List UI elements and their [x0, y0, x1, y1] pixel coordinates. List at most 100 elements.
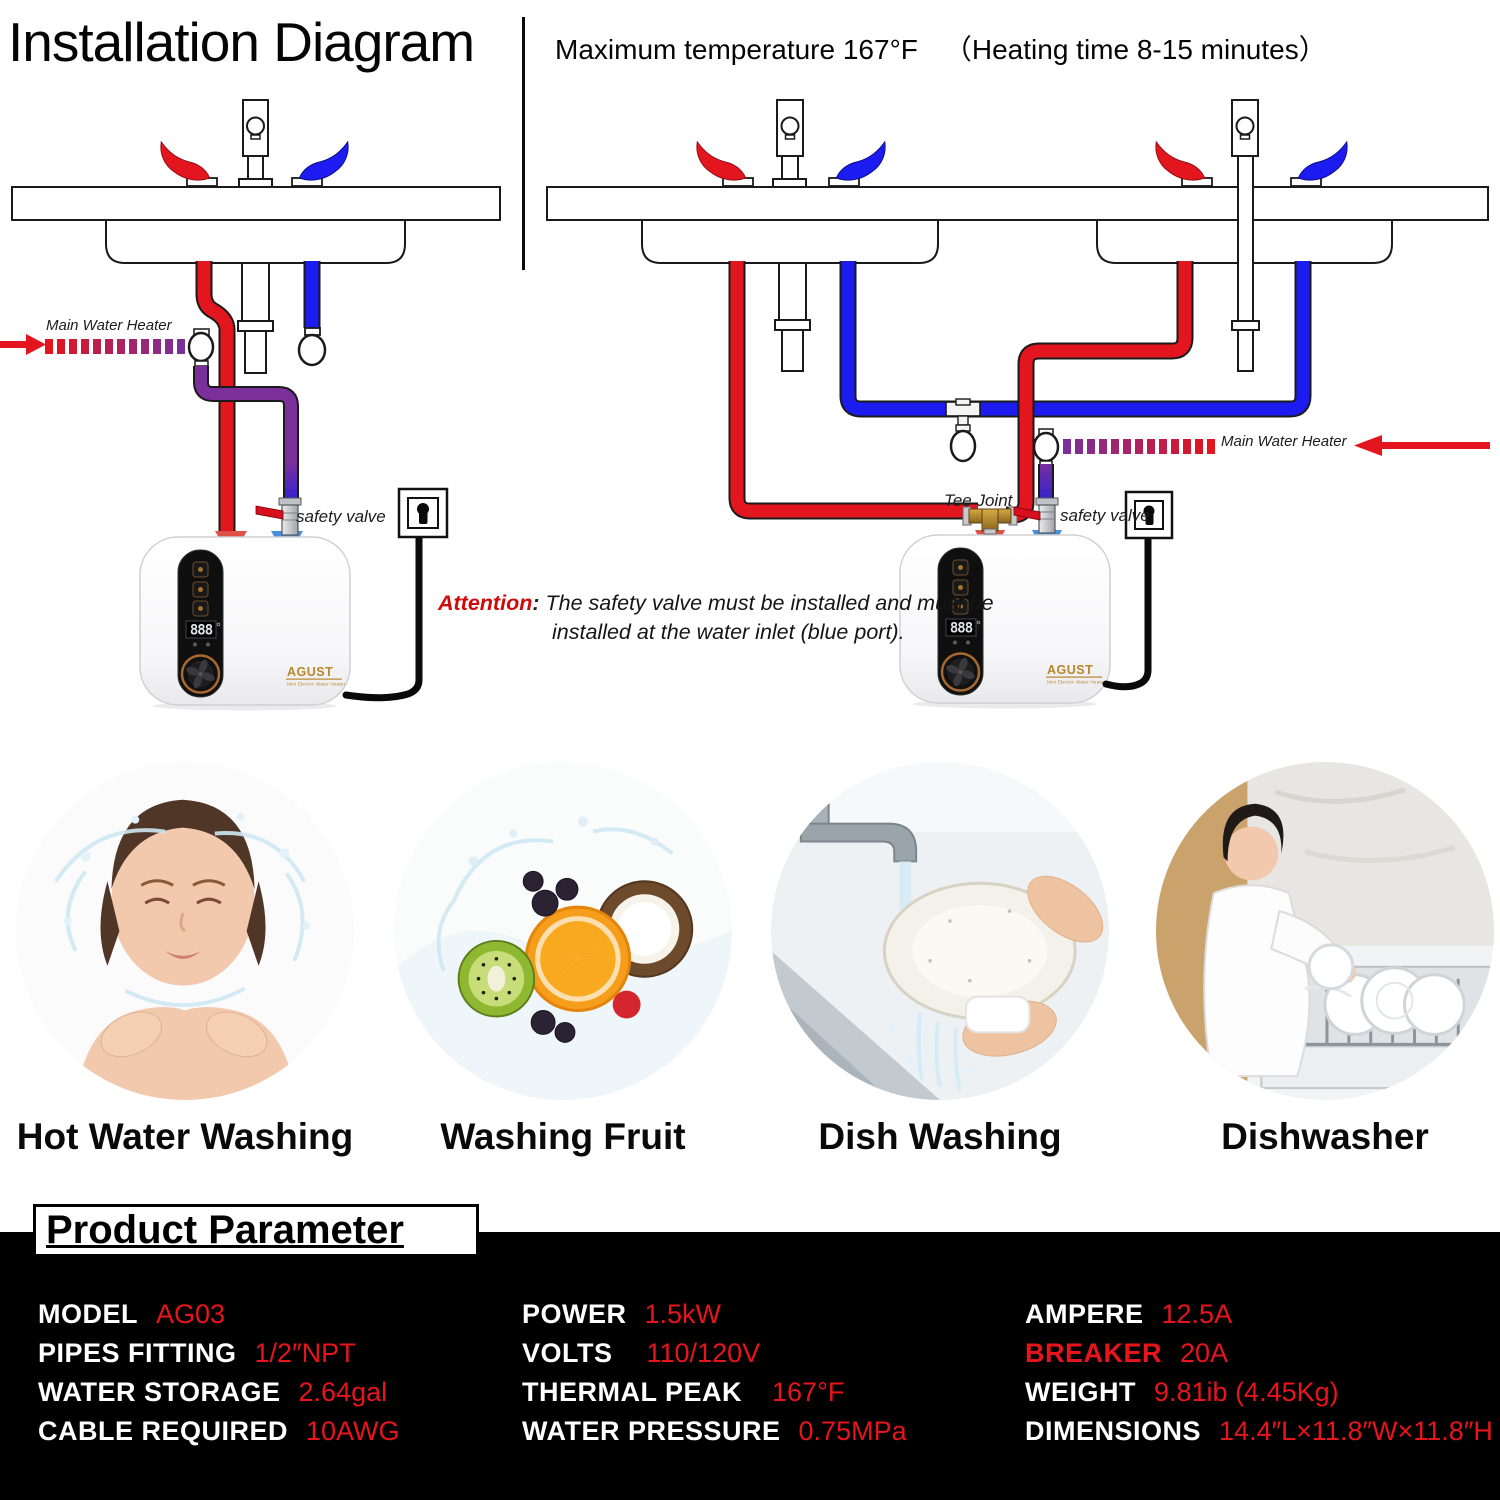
spec-value: 9.81ib (4.45Kg): [1154, 1377, 1339, 1407]
spec-label: BREAKER: [1025, 1338, 1163, 1368]
cold-handle-icon: [1290, 141, 1348, 187]
spec-value: 12.5A: [1161, 1299, 1233, 1329]
main-water-heater-label-left: Main Water Heater: [46, 317, 172, 334]
usage-caption: Dishwasher: [1221, 1116, 1429, 1157]
usage-image-dishwasher: [1156, 762, 1494, 1100]
spec-row-volts: VOLTS 110/120V: [522, 1334, 992, 1373]
spec-label: WATER STORAGE: [38, 1377, 281, 1407]
safety-valve-icon: [255, 497, 302, 536]
spec-label: WEIGHT: [1025, 1377, 1136, 1407]
spec-label: VOLTS: [522, 1338, 613, 1368]
hot-handle-icon: [696, 141, 754, 187]
flow-arrow-icon: [1354, 435, 1382, 456]
hand: [1027, 875, 1104, 943]
plates: [1323, 966, 1466, 1036]
faucet-with-long-pipe-icon: [1231, 99, 1260, 372]
spec-row-power: POWER 1.5kW: [522, 1295, 992, 1334]
spec-value: 1.5kW: [644, 1299, 722, 1329]
spec-label: DIMENSIONS: [1025, 1416, 1202, 1446]
cold-pipe: [841, 261, 1310, 416]
usage-caption: Hot Water Washing: [16, 1116, 354, 1157]
usage-image-hot-water-washing: [16, 762, 354, 1100]
product-parameter-title: Product Parameter: [46, 1208, 404, 1252]
spec-column-1: MODEL AG03 PIPES FITTING 1/2″NPT WATER STO…: [38, 1295, 498, 1451]
cold-handle-icon: [828, 141, 886, 187]
product-parameter-section: [0, 1232, 1500, 1500]
drain-pipe: [774, 262, 811, 372]
usage-item-dish-washing: Dish Washing: [762, 762, 1118, 1158]
spec-label: WATER PRESSURE: [522, 1416, 781, 1446]
usage-caption: Dish Washing: [818, 1116, 1062, 1157]
spec-label: CABLE REQUIRED: [38, 1416, 289, 1446]
left-installation: [0, 99, 501, 712]
spec-value: 110/120V: [646, 1338, 761, 1368]
spec-value: 2.64gal: [298, 1377, 388, 1407]
woman-loading-dishwasher-illustration: [1156, 762, 1494, 1100]
cold-tee-fitting-icon: [945, 398, 981, 463]
kiwi: [457, 939, 536, 1018]
heating-time-text: （Heating time 8-15 minutes）: [943, 34, 1327, 65]
usage-item-dishwasher: Dishwasher: [1147, 762, 1500, 1158]
safety-valve-label-left: safety valve: [296, 507, 386, 526]
hot-pipe-outline: [728, 261, 978, 520]
usage-image-dish-washing: [771, 762, 1109, 1100]
spec-label: POWER: [522, 1299, 627, 1329]
spec-row-water-storage: WATER STORAGE 2.64gal: [38, 1373, 498, 1412]
spec-label: PIPES FITTING: [38, 1338, 237, 1368]
flow-arrow-icon: [26, 334, 46, 355]
spec-row-model: MODEL AG03: [38, 1295, 498, 1334]
page-title: Installation Diagram: [8, 11, 475, 73]
tee-joint-icon: [962, 506, 1018, 535]
wall-outlet-icon: [1124, 490, 1174, 540]
inlet-pipe-outline: [193, 366, 299, 506]
usage-image-washing-fruit: [394, 762, 732, 1100]
berries: [522, 870, 579, 1043]
spec-label: AMPERE: [1025, 1299, 1144, 1329]
hot-handle-icon: [1155, 141, 1213, 187]
spec-row-breaker: BREAKER 20A: [1025, 1334, 1485, 1373]
tee-joint-label: Tee Joint: [944, 491, 1013, 510]
power-cable: [1102, 534, 1152, 691]
inlet-pipe: [195, 366, 297, 464]
power-cable: [342, 534, 423, 702]
spec-value: 10AWG: [306, 1416, 400, 1446]
drain-pipe: [237, 262, 274, 374]
cold-hose-loop-icon: [297, 327, 327, 367]
usage-item-washing-fruit: Washing Fruit: [385, 762, 741, 1158]
faucet-icon: [238, 99, 273, 188]
water-droplets: [468, 816, 659, 867]
safety-valve-icon: [1013, 497, 1059, 534]
spec-row-pipes-fitting: PIPES FITTING 1/2″NPT: [38, 1334, 498, 1373]
water-stream: [899, 861, 912, 910]
right-installation: [546, 99, 1490, 710]
spec-headline: Maximum temperature 167°F （Heating time 8…: [555, 28, 1327, 68]
hot-pipe: [730, 261, 978, 518]
spec-value: AG03: [156, 1299, 226, 1329]
red-berry: [612, 990, 641, 1019]
wall-outlet-icon: [397, 487, 449, 539]
spec-value: 167°F: [772, 1377, 845, 1407]
product-parameter-title-box: Product Parameter: [33, 1204, 479, 1257]
sponge: [964, 995, 1031, 1034]
spec-column-3: AMPERE 12.5A BREAKER 20A WEIGHT 9.81ib (4.4…: [1025, 1295, 1493, 1451]
counter-top: [11, 186, 501, 221]
water-splash: [436, 827, 674, 972]
faucet-icon: [772, 99, 807, 188]
section-divider: [522, 17, 525, 270]
water-splash: [54, 828, 307, 1008]
spec-value: 1/2″NPT: [254, 1338, 356, 1368]
attention-word: Attention: [438, 591, 533, 615]
hose-fitting-icon: [187, 328, 215, 367]
spec-value: 20A: [1180, 1338, 1229, 1368]
woman-washing-face-illustration: [16, 762, 354, 1100]
attention-colon: :: [532, 591, 546, 615]
max-temperature-text: Maximum temperature 167°F: [555, 34, 918, 65]
main-water-heater-label-right: Main Water Heater: [1221, 433, 1347, 450]
spec-label: MODEL: [38, 1299, 138, 1329]
